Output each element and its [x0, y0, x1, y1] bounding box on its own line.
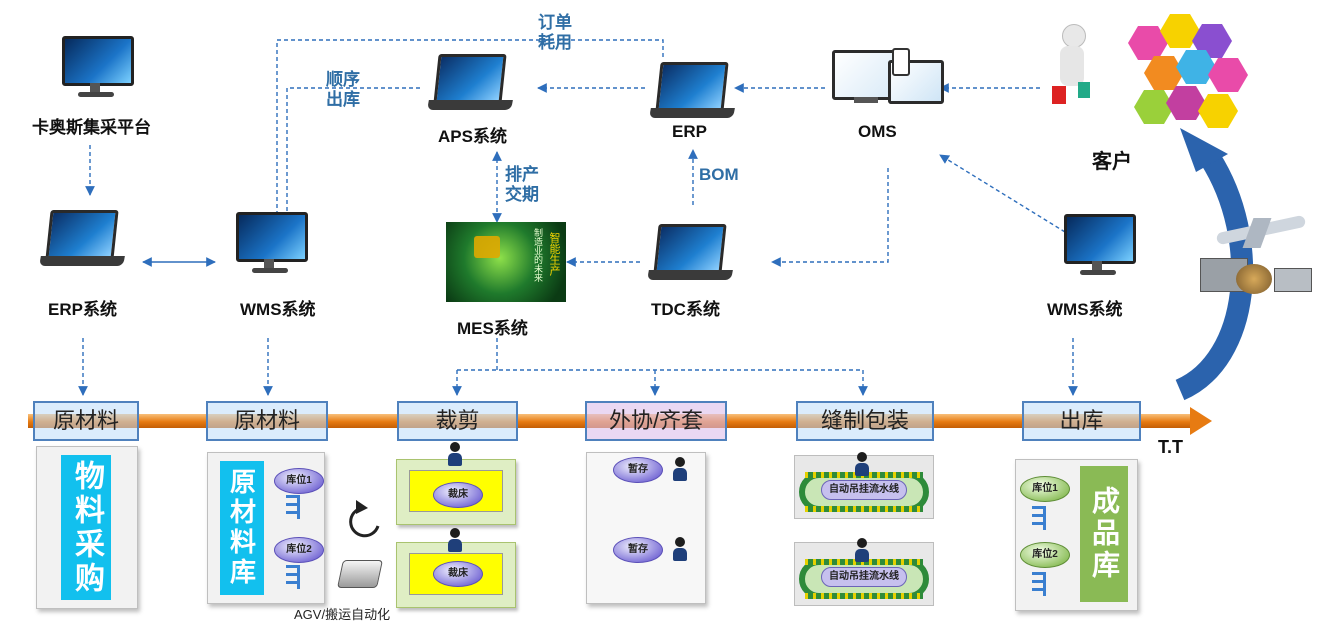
worker-icon [855, 538, 869, 562]
schedule-label-line2: 交期 [505, 185, 539, 204]
order-label-line2: 耗用 [538, 33, 572, 52]
tt-label: T.T [1158, 437, 1183, 457]
finished-slot-1-pill: 库位1 [1020, 476, 1070, 502]
tdc-label: TDC系统 [651, 300, 720, 319]
raw-warehouse-panel: 原材料库 库位1 库位2 [207, 452, 325, 604]
store-hexagons-icon [1124, 14, 1254, 138]
multi-device-icon [832, 48, 944, 112]
oms-label: OMS [858, 122, 897, 141]
aps-label: APS系统 [438, 127, 507, 146]
monitor-icon [1060, 214, 1140, 278]
hanging-line-2-label: 自动吊挂流水线 [821, 567, 907, 587]
logistics-icon [1196, 214, 1316, 302]
bom-label: BOM [699, 165, 739, 184]
cutting-station-1: 裁床 [396, 459, 516, 525]
wms-left-label: WMS系统 [240, 300, 316, 319]
worker-icon [673, 457, 687, 481]
order-label: 订单 耗用 [538, 13, 572, 53]
mes-image-text: 智能生产 [548, 232, 560, 276]
mes-label: MES系统 [457, 319, 528, 338]
agv-robot-icon [337, 560, 383, 588]
shelf-icon [1032, 572, 1046, 602]
worker-icon [448, 528, 462, 552]
laptop-icon [39, 206, 130, 270]
erp-top-label: ERP [672, 122, 707, 141]
stage-sewing-packing: 缝制包装 [796, 401, 934, 441]
cutting-bed-2: 裁床 [433, 561, 483, 587]
wms-right-label: WMS系统 [1047, 300, 1123, 319]
cutting-bed-1: 裁床 [433, 482, 483, 508]
erp-left-label: ERP系统 [48, 300, 117, 319]
purchase-box: 物料采购 [61, 455, 111, 600]
finished-warehouse-panel: 库位1 库位2 成品库 [1015, 459, 1138, 611]
mes-image: 制造业的未来 智能生产 [446, 222, 566, 302]
shopper-figure-icon [1052, 24, 1090, 124]
sequence-label-line1: 顺序 [326, 70, 360, 89]
stage-raw-material-1: 原材料 [33, 401, 139, 441]
order-label-line1: 订单 [538, 13, 572, 32]
kaos-platform-label: 卡奥斯集采平台 [32, 118, 151, 137]
shelf-icon [286, 495, 300, 525]
slot-1-pill: 库位1 [274, 468, 324, 494]
laptop-icon [647, 220, 738, 284]
worker-icon [855, 452, 869, 476]
schedule-label-line1: 排产 [505, 165, 539, 184]
timeline-arrow-head [1190, 407, 1212, 435]
laptop-icon [649, 58, 740, 122]
monitor-icon [232, 212, 312, 276]
purchase-panel: 物料采购 [36, 446, 138, 609]
stage-outbound: 出库 [1022, 401, 1141, 441]
finished-slot-2-pill: 库位2 [1020, 542, 1070, 568]
shelf-icon [286, 565, 300, 595]
hanging-line-1-label: 自动吊挂流水线 [821, 480, 907, 500]
worker-icon [448, 442, 462, 466]
slot-2-pill: 库位2 [274, 537, 324, 563]
outsource-panel: 暂存 暂存 [586, 452, 706, 604]
mes-image-text: 制造业的未来 [533, 228, 543, 282]
shelf-icon [1032, 506, 1046, 536]
laptop-icon [427, 50, 518, 114]
finished-warehouse-box: 成品库 [1080, 466, 1128, 602]
agv-label: AGV/搬运自动化 [294, 607, 391, 622]
sequence-label: 顺序 出库 [326, 70, 360, 110]
customer-label: 客户 [1092, 151, 1132, 173]
temp-storage-2: 暂存 [613, 537, 663, 563]
raw-warehouse-box: 原材料库 [220, 461, 264, 595]
desktop-computer-icon [58, 36, 138, 100]
schedule-label: 排产 交期 [505, 165, 539, 205]
stage-outsource: 外协/齐套 [585, 401, 727, 441]
stage-raw-material-2: 原材料 [206, 401, 328, 441]
stage-cutting: 裁剪 [397, 401, 518, 441]
temp-storage-1: 暂存 [613, 457, 663, 483]
cutting-station-2: 裁床 [396, 542, 516, 608]
sequence-label-line2: 出库 [326, 90, 360, 109]
worker-icon [673, 537, 687, 561]
